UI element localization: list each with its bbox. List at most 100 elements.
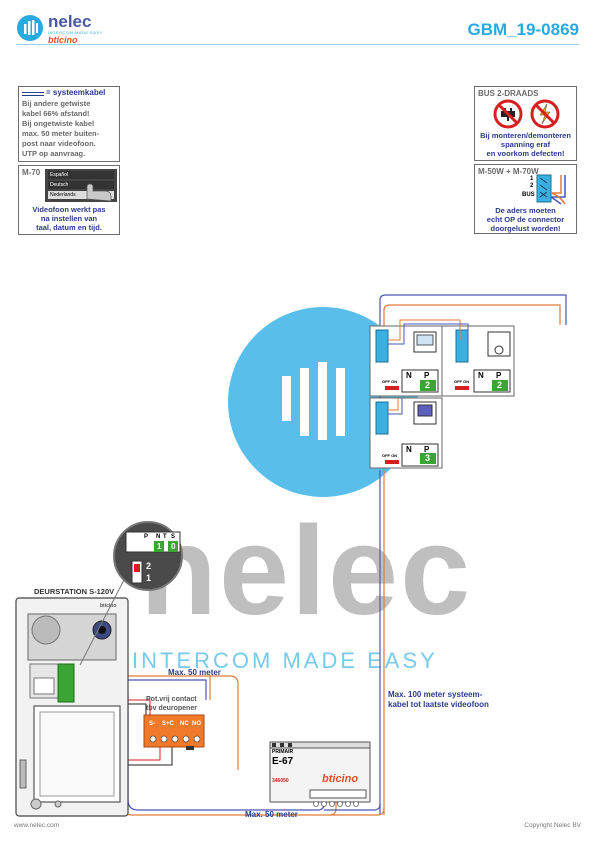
m50-connector-icon	[536, 174, 566, 205]
label-max50-bottom: Max. 50 meter	[245, 810, 298, 819]
psu-model: E-67	[272, 756, 294, 767]
m50-model: M-50W + M-70W	[478, 167, 539, 176]
logo-tagline: INTERCOM MADE EASY	[48, 30, 103, 35]
door-station-panel	[15, 597, 129, 817]
legend-text: = systeemkabel	[46, 88, 106, 97]
monitor2-switch: OFF ON	[454, 379, 470, 384]
no-lightning-icon	[530, 99, 560, 129]
language-item-2: Nederlands	[48, 191, 114, 199]
monitor-panel-3	[369, 397, 443, 469]
relay-caption-0: Pot.vrij contact	[146, 696, 197, 703]
m50-caption-0: De aders moeten	[495, 206, 556, 215]
monitor-loop-wiring	[388, 319, 469, 415]
power-supply-unit	[269, 741, 371, 807]
psu-brand: bticino	[322, 773, 359, 785]
monitor2-p: P	[496, 371, 502, 380]
watermark-word: nelec	[140, 500, 473, 641]
bus-title: BUS 2-DRAADS	[478, 89, 539, 98]
monitor1-n: N	[406, 371, 412, 380]
bus-warning-1: spanning eraf	[500, 140, 551, 149]
dip-label-p: P	[144, 534, 149, 540]
switch-label-2: 2	[146, 561, 152, 571]
note-bus: BUS 2-DRAADS Bij monteren/demonteren spa…	[474, 86, 577, 161]
dip-label-n: N	[156, 534, 161, 540]
label-max100-1: kabel tot laatste videofoon	[388, 700, 489, 709]
logo-word: nelec	[48, 12, 92, 31]
watermark-logo-bars	[282, 362, 345, 440]
note-line-5: UTP op aanvraag.	[22, 149, 86, 158]
monitor1-p-value: 2	[425, 380, 431, 390]
monitor-screen-icon	[416, 334, 434, 346]
footer-website: www.nelec.com	[14, 822, 60, 829]
switch-label-1: 1	[146, 573, 152, 583]
note-systeemkabel: = systeemkabel Bij andere getwiste kabel…	[18, 86, 120, 162]
note-m50: M-50W + M-70W 1 2 BUS De aders moeten ec…	[474, 164, 577, 234]
dip-zoom-callout	[79, 521, 183, 666]
m50-terminal-2: 2	[530, 183, 534, 189]
label-max100-0: Max. 100 meter systeem-	[388, 690, 483, 699]
footer-copyright: Copyright Nelec BV	[524, 822, 581, 829]
call-button-icon	[30, 798, 42, 810]
hand-pointer-icon	[86, 183, 112, 201]
monitor2-p-value: 2	[497, 380, 503, 390]
m50-caption-2: doorgelust worden!	[490, 224, 561, 233]
monitor3-p: P	[424, 445, 430, 454]
relay-terminal-sc: S+C	[162, 721, 174, 727]
label-max50-top: Max. 50 meter	[168, 668, 221, 677]
doc-code: GBM_19-0869	[467, 20, 579, 39]
monitor2-n: N	[478, 371, 484, 380]
m70-caption-2: taal, datum en tijd.	[36, 223, 102, 232]
m70-caption-0: Videofoon werkt pas	[32, 205, 106, 214]
monitor1-switch: OFF ON	[382, 379, 398, 384]
handset-monitor-icon	[494, 345, 504, 355]
note-line-4: post naar videofoon.	[22, 139, 96, 148]
door-station-title: DEURSTATION S-120V	[34, 587, 115, 596]
monitor3-p-value: 3	[425, 453, 431, 463]
note-line-0: Bij andere getwiste	[22, 99, 91, 108]
no-plug-icon	[493, 99, 523, 129]
bus-warning-0: Bij monteren/demonteren	[480, 131, 571, 140]
nelec-logo-icon	[17, 15, 43, 41]
relay-terminal-no: NO	[192, 721, 201, 727]
note-line-1: kabel 66% afstand!	[22, 109, 90, 118]
note-line-3: max. 50 meter buiten-	[22, 129, 100, 138]
dip-label-t: T	[163, 534, 167, 540]
language-item-1: Deutsch	[48, 181, 114, 189]
m50-caption-1: echt OP de connector	[486, 215, 565, 224]
speaker-grill-icon	[31, 615, 61, 645]
relay-module	[143, 714, 205, 750]
monitor-panel-2	[441, 325, 515, 397]
note-line-2: Bij ongetwiste kabel	[22, 119, 95, 128]
monitor-panel-1	[369, 325, 443, 397]
m70-model: M-70	[22, 168, 41, 177]
legend-line-icon	[22, 92, 44, 96]
m50-terminal-bus: BUS	[522, 192, 535, 198]
header: nelec INTERCOM MADE EASY bticino GBM_19-…	[0, 0, 595, 45]
note-m70: M-70 Español Deutsch Nederlands Videofoo…	[18, 165, 120, 235]
bus-warning-2: en voorkom defecten!	[486, 149, 565, 158]
door-station-brand: bticino	[100, 603, 117, 609]
dip-label-s: S	[171, 534, 176, 540]
psu-code: 346050	[272, 778, 289, 784]
relay-caption-1: tbv deuropener	[146, 705, 197, 712]
monitor3-switch: OFF ON	[382, 453, 398, 458]
psu-header: PRIMAIR	[272, 749, 294, 755]
header-rule	[16, 44, 579, 45]
language-item-0: Español	[48, 171, 114, 179]
door-station-terminal-block	[57, 663, 75, 703]
monitor1-p: P	[424, 371, 430, 380]
relay-terminal-nc: NC	[180, 721, 189, 727]
monitor3-n: N	[406, 445, 412, 454]
m70-caption-1: na instellen van	[40, 214, 98, 223]
monitor-screen-icon	[417, 404, 433, 417]
relay-terminal-s-minus: S-	[149, 721, 155, 727]
m50-terminal-1: 1	[530, 176, 534, 182]
riser-cable	[379, 294, 567, 815]
language-menu: Español Deutsch Nederlands	[45, 169, 117, 202]
no-voltage-icons	[493, 99, 560, 129]
dip-value-n: 1	[157, 542, 162, 551]
logo-brand: bticino	[48, 35, 78, 45]
dip-value-s: 0	[171, 542, 176, 551]
